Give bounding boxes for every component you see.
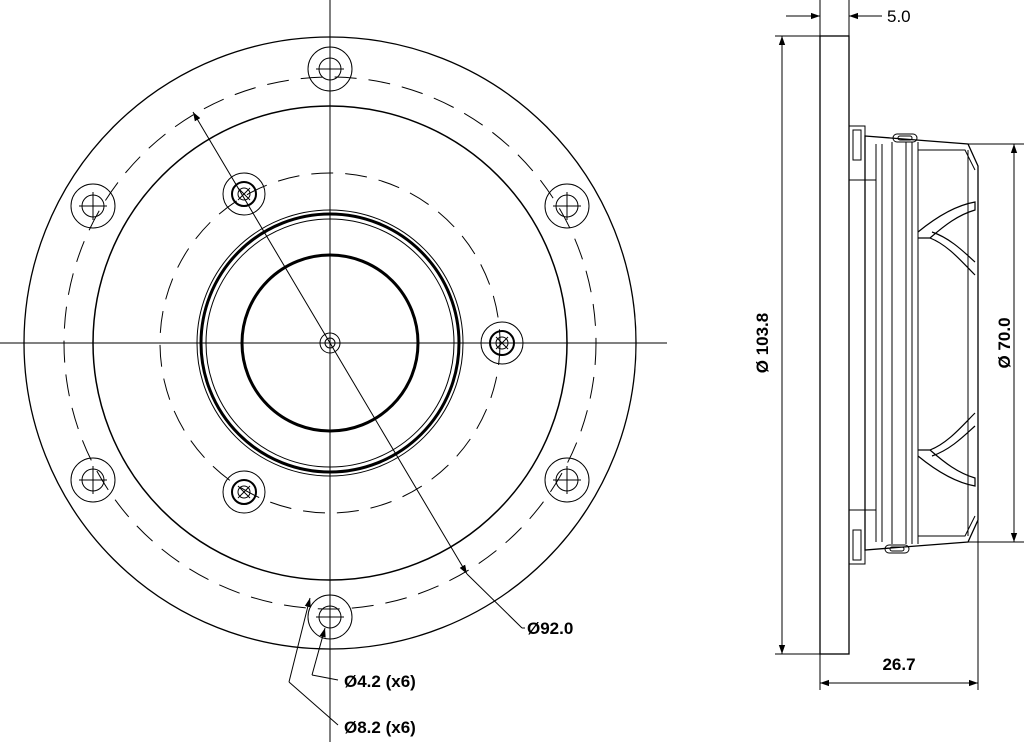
side-mount-top (848, 125, 866, 181)
horn-cutout-top (917, 201, 976, 276)
mounting-hole (307, 594, 353, 640)
mounting-hole (70, 457, 116, 503)
body-fins (875, 142, 969, 544)
mounting-hole (544, 183, 590, 229)
flange-plate (819, 35, 850, 655)
terminal-tab-top (892, 133, 918, 143)
screw (480, 321, 524, 365)
depth-label: 26.7 (882, 655, 915, 674)
body-diameter-label: Ø 70.0 (995, 317, 1014, 368)
small-hole-label: Ø4.2 (x6) (344, 672, 416, 691)
front-view (0, 0, 667, 742)
body-outer-circle (92, 105, 568, 581)
flange-thickness-label: 5.0 (887, 7, 911, 26)
screw (222, 470, 266, 514)
mounting-hole (307, 46, 353, 92)
bolt-circle-label: Ø92.0 (527, 619, 573, 638)
terminal-tab-bottom (884, 544, 910, 554)
mounting-hole (544, 457, 590, 503)
bolt-circle-dimension (192, 111, 525, 629)
side-mount-bottom (848, 509, 866, 565)
horn-cutout-bottom (917, 412, 976, 487)
extension-lines (775, 0, 1024, 690)
mounting-hole (70, 183, 116, 229)
screw (222, 172, 266, 216)
large-hole-label: Ø8.2 (x6) (344, 718, 416, 737)
hole-leaders (288, 597, 339, 726)
outer-diameter-label: Ø 103.8 (753, 313, 772, 374)
side-view (775, 0, 1024, 690)
flange-outer-circle (23, 36, 637, 650)
mounting-holes (70, 46, 590, 640)
